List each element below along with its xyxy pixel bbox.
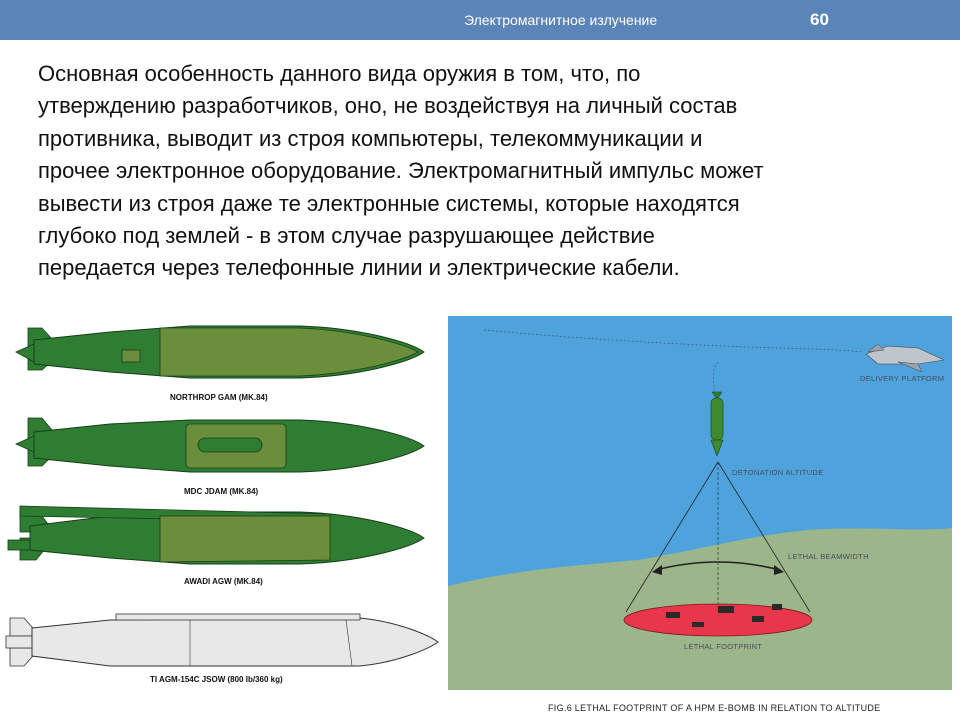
bomb-northrop-gam: NORTHROP GAM (MK.84)	[15, 325, 425, 402]
bomb-label: NORTHROP GAM (MK.84)	[170, 393, 268, 402]
body-paragraph: Основная особенность данного вида оружия…	[38, 58, 928, 285]
body-line: утверждению разработчиков, оно, не возде…	[38, 93, 738, 119]
lethal-beamwidth-label: LETHAL BEAMWIDTH	[788, 552, 869, 561]
bomb-label: MDC JDAM (MK.84)	[184, 487, 259, 496]
body-line: прочее электронное оборудование. Электро…	[38, 158, 764, 184]
slide-header: Электромагнитное излучение 60	[0, 0, 960, 40]
lethal-footprint-diagram: DELIVERY PLATFORM DETONATION ALTITUDE LE…	[448, 316, 952, 690]
slide-title: Электромагнитное излучение	[464, 12, 658, 28]
delivery-platform-label: DELIVERY PLATFORM	[860, 374, 944, 383]
falling-bomb-icon	[710, 391, 724, 457]
body-line: противника, выводит из строя компьютеры,…	[38, 125, 703, 151]
bomb-label: TI AGM-154C JSOW (800 lb/360 kg)	[150, 675, 283, 684]
body-line: Основная особенность данного вида оружия…	[38, 61, 641, 86]
lethal-footprint-label: LETHAL FOOTPRINT	[684, 642, 762, 651]
bomb-ti-agm-154c: TI AGM-154C JSOW (800 lb/360 kg)	[5, 613, 439, 684]
body-line: глубоко под землей - в этом случае разру…	[38, 223, 655, 249]
aircraft-icon	[865, 343, 946, 373]
bomb-label: AWADI AGW (MK.84)	[184, 577, 263, 586]
diagram-caption: FIG.6 LETHAL FOOTPRINT OF A HPM E-BOMB I…	[548, 703, 881, 713]
body-line: передается через телефонные линии и элек…	[38, 255, 680, 281]
bomb-awadi-agw: AWADI AGW (MK.84)	[7, 505, 425, 586]
detonation-altitude-label: DETONATION ALTITUDE	[732, 468, 824, 477]
body-line: вывести из строя даже те электронные сис…	[38, 190, 740, 216]
vehicle-icons	[666, 604, 782, 627]
page-number: 60	[810, 10, 829, 29]
bomb-mdc-jdam: MDC JDAM (MK.84)	[15, 417, 425, 496]
bomb-illustrations: NORTHROP GAM (MK.84) MDC JDAM (MK.84) AW…	[5, 325, 439, 684]
